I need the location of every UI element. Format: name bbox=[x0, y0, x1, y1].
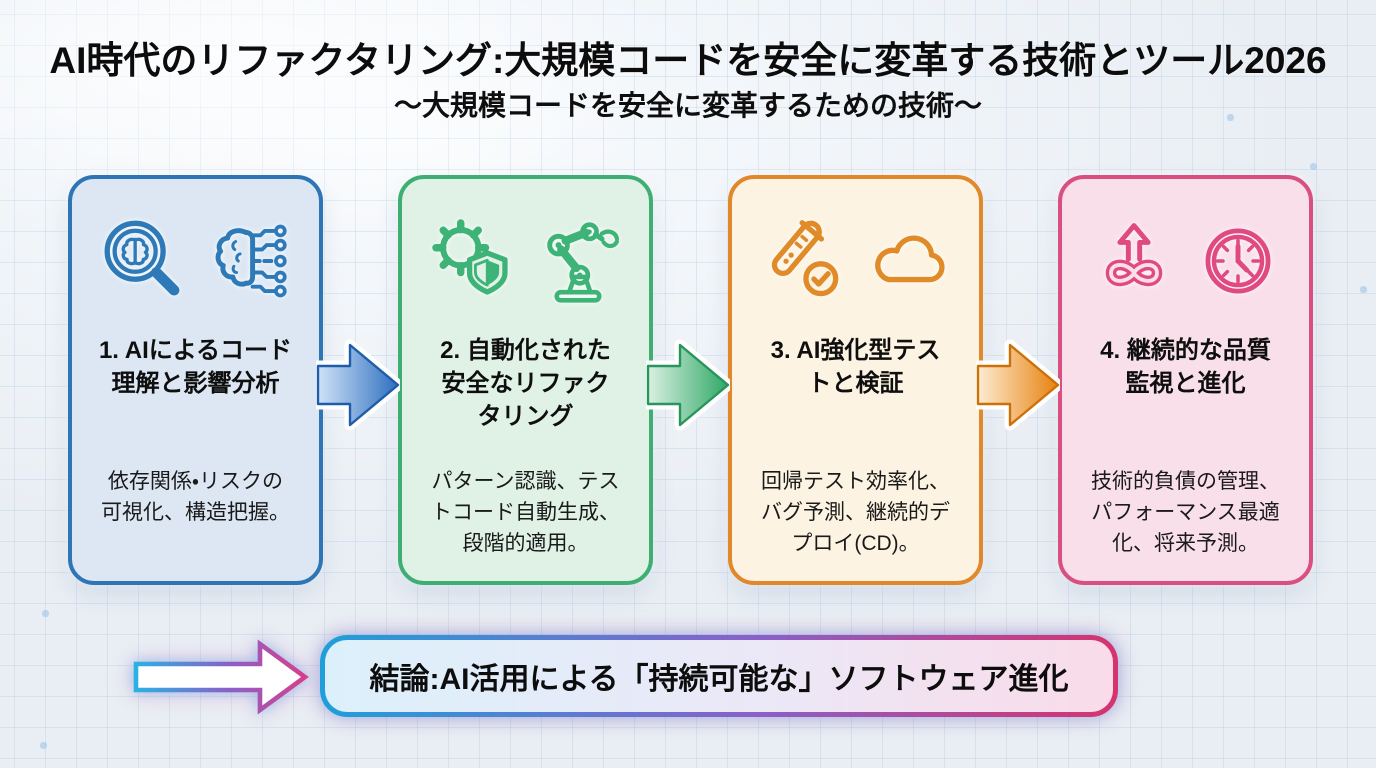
step-3-icons bbox=[732, 215, 979, 307]
step-card-2: 2. 自動化された 安全なリファク タリング パターン認識、テス トコード自動生… bbox=[398, 175, 653, 585]
magnifier-brain-icon bbox=[98, 215, 190, 307]
flow-arrow-2-3-icon bbox=[646, 333, 730, 437]
conclusion-banner: 結論:AI活用による「持続可能な」ソフトウェア進化 bbox=[320, 635, 1118, 717]
step-1-description: 依存関係・リスクの 可視化、構造把握。 bbox=[72, 466, 319, 528]
step-4-title: 4. 継続的な品質 監視と進化 bbox=[1062, 334, 1309, 400]
step-title-line: 1. AIによるコード bbox=[98, 337, 293, 364]
page-subtitle: 〜大規模コードを安全に変革するための技術〜 bbox=[393, 90, 982, 121]
page-title: AI時代のリファクタリング:大規模コードを安全に変革する技術とツール2026 bbox=[49, 40, 1327, 81]
conclusion-text: 結論:AI活用による「持続可能な」ソフトウェア進化 bbox=[325, 640, 1113, 712]
background-dot bbox=[1227, 114, 1234, 121]
step-desc-line: パターン認識、テス bbox=[431, 470, 620, 493]
step-desc-line: パフォーマンス最適 bbox=[1091, 501, 1280, 524]
step-desc-line: バグ予測、継続的デ bbox=[761, 501, 950, 524]
step-title-line: 3. AI強化型テス bbox=[770, 337, 941, 364]
step-3-description: 回帰テスト効率化、 バグ予測、継続的デ プロイ(CD)。 bbox=[732, 466, 979, 559]
clock-icon bbox=[1192, 215, 1284, 307]
step-card-4: 4. 継続的な品質 監視と進化 技術的負債の管理、 パフォーマンス最適 化、将来… bbox=[1058, 175, 1313, 585]
step-2-description: パターン認識、テス トコード自動生成、 段階的適用。 bbox=[402, 466, 649, 559]
conclusion-lead-arrow-icon bbox=[132, 638, 310, 716]
step-title-line: 理解と影響分析 bbox=[111, 370, 280, 397]
step-title-line: タリング bbox=[477, 403, 574, 430]
flow-arrow-1-2-icon bbox=[316, 333, 400, 437]
brain-circuit-icon bbox=[202, 215, 294, 307]
step-desc-line: プロイ(CD)。 bbox=[791, 532, 920, 555]
step-4-icons bbox=[1062, 215, 1309, 307]
step-desc-line: 技術的負債の管理、 bbox=[1091, 470, 1280, 493]
background-dot bbox=[1360, 286, 1367, 293]
step-desc-line: トコード自動生成、 bbox=[431, 501, 620, 524]
step-1-icons bbox=[72, 215, 319, 307]
background-dot bbox=[40, 742, 47, 749]
step-title-line: 監視と進化 bbox=[1125, 370, 1246, 397]
flow-arrow-3-4-icon bbox=[976, 333, 1060, 437]
step-title-line: 4. 継続的な品質 bbox=[1100, 337, 1271, 364]
step-3-title: 3. AI強化型テス トと検証 bbox=[732, 334, 979, 400]
step-desc-line: 段階的適用。 bbox=[462, 532, 589, 555]
step-title-line: 安全なリファク bbox=[441, 370, 610, 397]
step-desc-line: 化、将来予測。 bbox=[1112, 532, 1259, 555]
step-title-line: トと検証 bbox=[807, 370, 904, 397]
step-1-title: 1. AIによるコード 理解と影響分析 bbox=[72, 334, 319, 400]
background-dot bbox=[1310, 163, 1317, 170]
cloud-icon bbox=[862, 215, 954, 307]
robot-arm-icon bbox=[532, 215, 624, 307]
step-desc-line: 回帰テスト効率化、 bbox=[761, 470, 950, 493]
step-2-title: 2. 自動化された 安全なリファク タリング bbox=[402, 334, 649, 433]
step-2-icons bbox=[402, 215, 649, 307]
gear-shield-icon bbox=[428, 215, 520, 307]
step-card-1: 1. AIによるコード 理解と影響分析 依存関係・リスクの 可視化、構造把握。 bbox=[68, 175, 323, 585]
step-desc-line: 依存関係・リスクの bbox=[107, 470, 284, 493]
step-desc-line: 可視化、構造把握。 bbox=[101, 501, 290, 524]
step-title-line: 2. 自動化された bbox=[440, 337, 611, 364]
test-tube-check-icon bbox=[758, 215, 850, 307]
infinity-arrow-icon bbox=[1088, 215, 1180, 307]
step-4-description: 技術的負債の管理、 パフォーマンス最適 化、将来予測。 bbox=[1062, 466, 1309, 559]
background-dot bbox=[42, 610, 49, 617]
step-card-3: 3. AI強化型テス トと検証 回帰テスト効率化、 バグ予測、継続的デ プロイ(… bbox=[728, 175, 983, 585]
